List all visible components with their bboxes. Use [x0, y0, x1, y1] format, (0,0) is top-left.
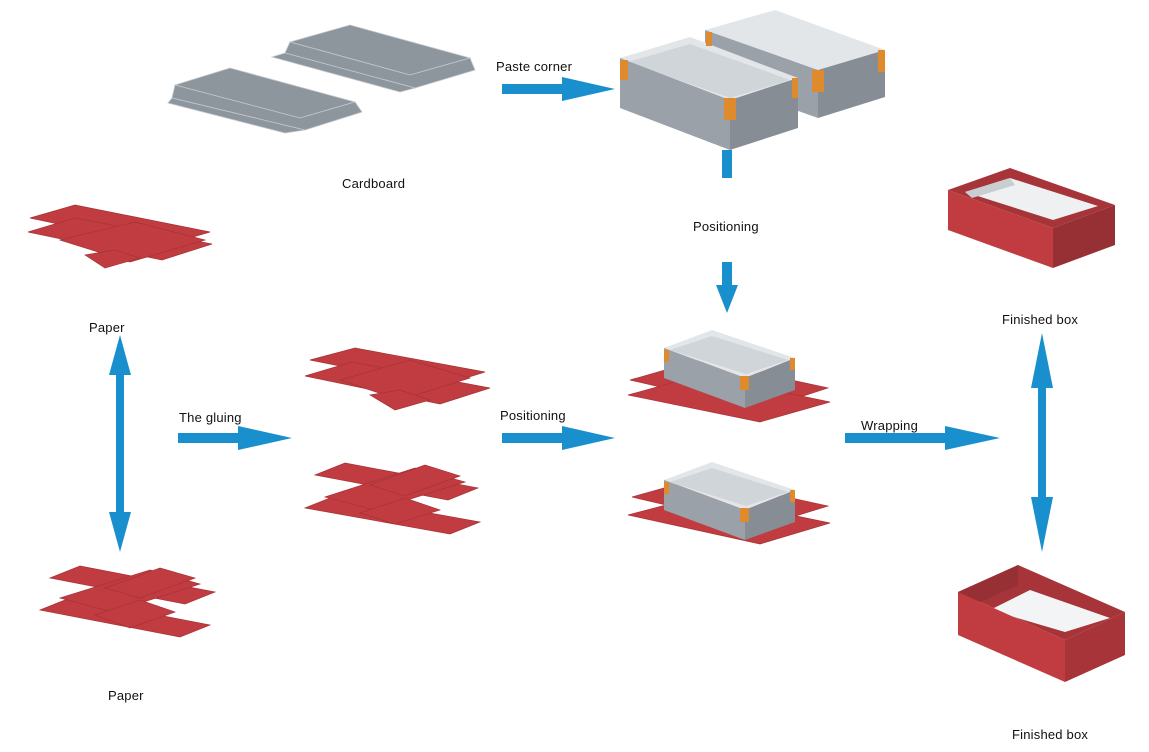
arrow-gluing — [178, 426, 292, 450]
finished-box-top-label: Finished box — [1002, 312, 1079, 327]
paper-sheet-top — [27, 204, 213, 269]
positioning-mid-label: Positioning — [500, 408, 566, 423]
arrow-paper-double — [109, 335, 131, 552]
pasted-cardboard-boxes — [620, 10, 885, 150]
arrow-positioning-mid — [502, 426, 615, 450]
the-gluing-label: The gluing — [179, 410, 242, 425]
paper-top-label: Paper — [89, 320, 125, 335]
arrow-finished-double — [1031, 333, 1053, 552]
arrow-paste-corner — [502, 77, 615, 101]
arrow-wrapping — [845, 426, 1000, 450]
paper-bottom-label: Paper — [108, 688, 144, 703]
paper-sheet-bottom — [38, 565, 217, 638]
positioned-boxes — [627, 330, 831, 545]
finished-box-bottom — [958, 565, 1125, 682]
cardboard-sheets — [167, 24, 476, 134]
arrow-positioning-down — [716, 262, 738, 313]
glued-paper-sheets — [303, 347, 491, 535]
wrapping-label: Wrapping — [861, 418, 919, 433]
arrow-positioning-stub — [722, 150, 732, 178]
cardboard-label: Cardboard — [342, 176, 406, 191]
positioning-top-label: Positioning — [693, 219, 759, 234]
finished-box-bottom-label: Finished box — [1012, 727, 1089, 742]
finished-box-top — [948, 168, 1115, 268]
arrows — [109, 77, 1053, 552]
paste-corner-label: Paste corner — [496, 59, 573, 74]
